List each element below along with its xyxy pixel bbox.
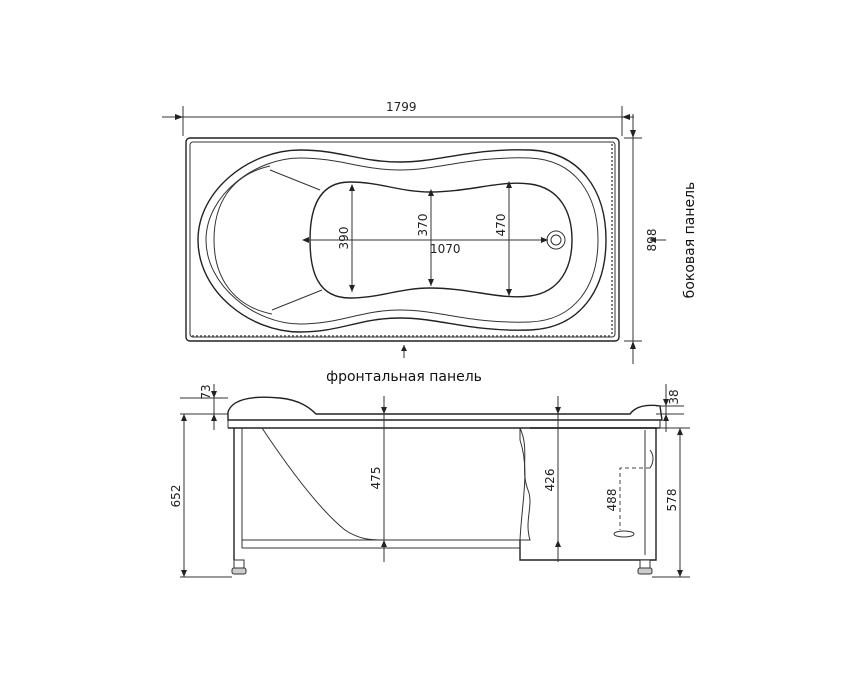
dim-width-a-label: 390	[337, 227, 351, 250]
foot-right-pad-icon	[637, 567, 653, 575]
dim-rim-right-label: 38	[667, 389, 681, 404]
drain-icon	[546, 230, 566, 250]
dim-drain-height-label: 488	[605, 489, 619, 512]
dim-depth-a-label: 475	[369, 467, 383, 490]
drain-outlet-icon	[613, 530, 635, 538]
tub-inner-rim	[189, 141, 616, 338]
dim-width-c-label: 470	[494, 214, 508, 237]
bowl-rim-contour	[205, 157, 599, 325]
overflow-icon	[649, 449, 654, 469]
foot-right-icon	[639, 559, 651, 569]
tub-panel-cut	[519, 427, 531, 541]
side-panel-caption: боковая панель	[682, 182, 698, 299]
front-panel-arrow-icon	[401, 345, 407, 351]
dim-panel-height-label: 578	[665, 489, 679, 512]
tub-outer-rim	[185, 137, 620, 342]
dim-width-b-label: 370	[416, 214, 430, 237]
foot-left-pad-icon	[231, 567, 247, 575]
side-view: 73 652 475 426 488 38 578	[169, 384, 690, 578]
bowl-outer-contour	[197, 149, 607, 333]
headrest-lines	[269, 169, 323, 311]
dim-rim-right-arrows	[663, 399, 669, 421]
dim-length-label: 1799	[386, 100, 417, 114]
top-view: 1070 390 370 470 1799 898 фронтальная па…	[162, 100, 698, 385]
dim-depth-b-label: 426	[543, 469, 557, 492]
dim-rim-left-label: 73	[199, 384, 213, 399]
headrest-contour	[213, 165, 273, 315]
tub-front-body	[519, 427, 657, 561]
dim-inner-length-label: 1070	[430, 242, 461, 256]
front-panel-caption: фронтальная панель	[326, 369, 482, 385]
tub-body-profile	[261, 427, 526, 541]
drain-inner-icon	[550, 234, 562, 246]
basin-contour	[309, 181, 573, 299]
tub-rim-profile	[227, 396, 663, 421]
dim-total-height-label: 652	[169, 485, 183, 508]
side-panel-arrow-icon	[650, 237, 656, 243]
dim-rim-left-arrows	[211, 391, 217, 421]
foot-left-icon	[233, 559, 245, 569]
drain-pipe	[619, 467, 650, 530]
